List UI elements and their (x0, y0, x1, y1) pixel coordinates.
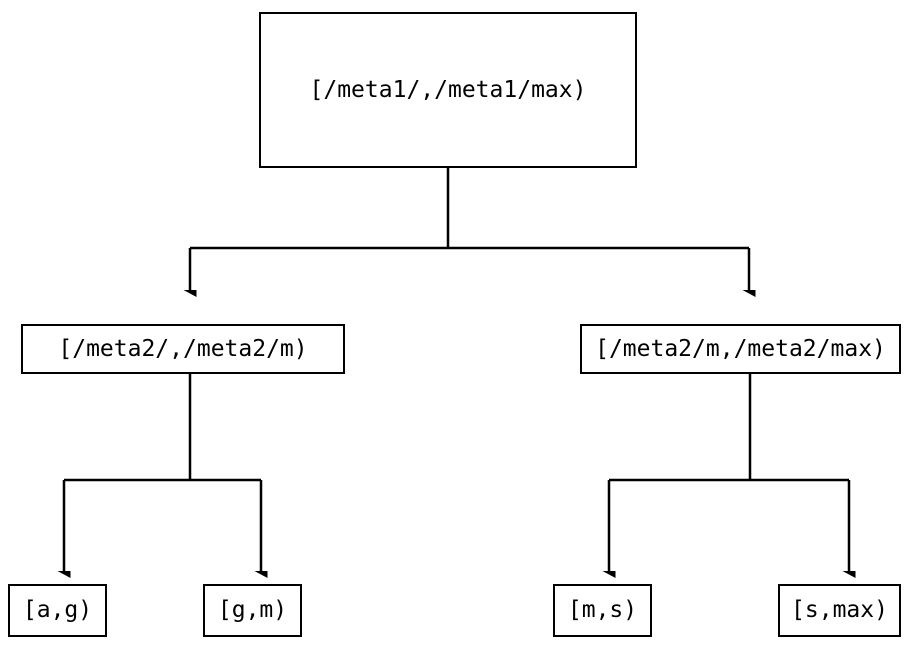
tree-node-root[interactable]: [/meta1/,/meta1/max) (259, 12, 637, 168)
tree-node-mid-right[interactable]: [/meta2/m,/meta2/max) (580, 324, 901, 374)
tree-node-mid-left[interactable]: [/meta2/,/meta2/m) (21, 324, 345, 374)
tree-node-mid-left-label: [/meta2/,/meta2/m) (58, 335, 308, 362)
tree-node-leaf-a-g-label: [a,g) (22, 597, 93, 623)
tree-node-leaf-s-max[interactable]: [s,max) (778, 584, 901, 637)
edge-midright-to-leaves (609, 374, 849, 571)
edge-root-to-midlevel (190, 168, 749, 290)
tree-node-leaf-m-s[interactable]: [m,s) (553, 584, 652, 637)
tree-node-leaf-m-s-label: [m,s) (567, 597, 638, 623)
tree-node-leaf-g-m-label: [g,m) (217, 597, 288, 623)
tree-node-root-label: [/meta1/,/meta1/max) (309, 76, 587, 103)
edge-midleft-to-leaves (64, 374, 261, 571)
tree-node-leaf-a-g[interactable]: [a,g) (8, 584, 107, 637)
tree-node-leaf-g-m[interactable]: [g,m) (203, 584, 302, 637)
tree-node-mid-right-label: [/meta2/m,/meta2/max) (595, 335, 886, 362)
tree-node-leaf-s-max-label: [s,max) (791, 597, 888, 623)
